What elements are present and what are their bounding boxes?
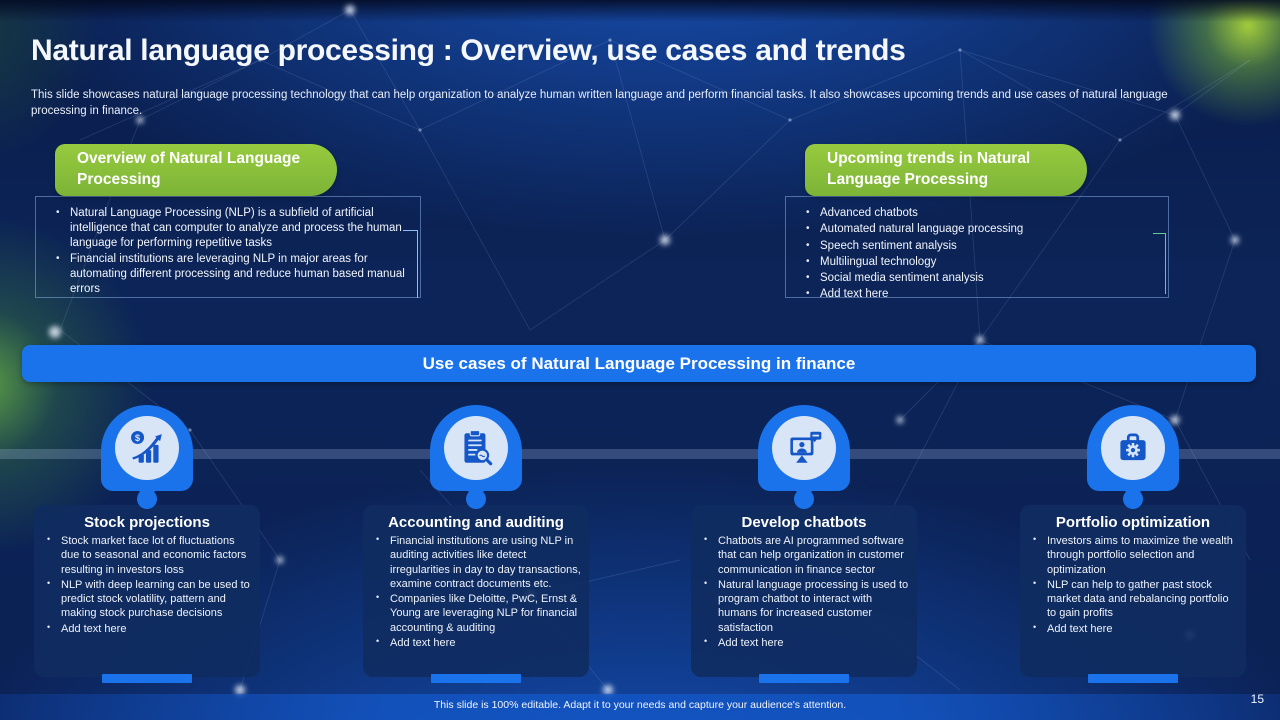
trends-bullets-box: Advanced chatbots Automated natural lang…: [785, 196, 1169, 301]
bullet-item: Chatbots are AI programmed software that…: [703, 534, 911, 577]
icon-pin-bulb: [466, 489, 486, 509]
card-accent-bar: [759, 674, 849, 683]
page-number: 15: [1250, 692, 1264, 706]
bullet-item: NLP with deep learning can be used to pr…: [46, 578, 254, 621]
use-case-card: Portfolio optimization Investors aims to…: [1020, 505, 1246, 677]
bullet-item: NLP can help to gather past stock market…: [1032, 578, 1240, 621]
bullet-item: Add text here: [804, 287, 1162, 302]
overview-bullet-list: Natural Language Processing (NLP) is a s…: [54, 206, 414, 297]
audit-clipboard-icon: [464, 430, 493, 466]
svg-text:$: $: [135, 433, 141, 444]
use-case-bullet-list: Financial institutions are using NLP in …: [375, 534, 583, 650]
use-case-develop-chatbots: Develop chatbots Chatbots are AI program…: [691, 405, 917, 690]
use-case-card: Develop chatbots Chatbots are AI program…: [691, 505, 917, 677]
use-case-title: Develop chatbots: [741, 514, 867, 531]
use-case-stock-projections: $ Stock projections Stock market face lo…: [34, 405, 260, 690]
use-case-title: Stock projections: [84, 514, 210, 531]
use-case-bullet-list: Stock market face lot of fluctuations du…: [46, 534, 254, 636]
use-case-card: Accounting and auditing Financial instit…: [363, 505, 589, 677]
footer-strip: This slide is 100% editable. Adapt it to…: [0, 694, 1280, 720]
bullet-item: Investors aims to maximize the wealth th…: [1032, 534, 1240, 577]
bullet-item: Add text here: [1032, 622, 1240, 636]
bullet-item: Add text here: [46, 622, 254, 636]
bullet-item: Add text here: [375, 636, 583, 650]
overview-heading-label: Overview of Natural Language Processing: [77, 150, 301, 188]
card-accent-bar: [431, 674, 521, 683]
slide-description: This slide showcases natural language pr…: [31, 89, 1168, 118]
chatbot-monitor-icon: [790, 431, 822, 463]
use-case-title: Accounting and auditing: [388, 514, 564, 531]
editable-note: This slide is 100% editable. Adapt it to…: [433, 699, 847, 711]
stock-growth-icon: $: [131, 430, 162, 463]
overview-heading-pill: Overview of Natural Language Processing: [55, 144, 337, 196]
bullet-item: Stock market face lot of fluctuations du…: [46, 534, 254, 577]
icon-circle: $: [115, 416, 179, 480]
trends-bracket-decoration: [1153, 233, 1166, 294]
bullet-item: Natural language processing is used to p…: [703, 578, 911, 635]
bullet-item: Automated natural language processing: [804, 222, 1162, 237]
trends-heading-label: Upcoming trends in Natural Language Proc…: [827, 150, 1031, 188]
bullet-item: Add text here: [703, 636, 911, 650]
bullet-item: Natural Language Processing (NLP) is a s…: [54, 206, 414, 251]
trends-heading-pill: Upcoming trends in Natural Language Proc…: [805, 144, 1087, 196]
icon-circle: [772, 416, 836, 480]
bullet-item: Speech sentiment analysis: [804, 239, 1162, 254]
briefcase-gear-icon: [1120, 433, 1146, 461]
overview-bracket-decoration: [403, 230, 418, 298]
use-case-accounting-auditing: Accounting and auditing Financial instit…: [363, 405, 589, 690]
use-case-portfolio-optimization: Portfolio optimization Investors aims to…: [1020, 405, 1246, 690]
bullet-item: Social media sentiment analysis: [804, 271, 1162, 286]
icon-pin-bulb: [794, 489, 814, 509]
use-case-title: Portfolio optimization: [1055, 514, 1211, 531]
trends-bullet-list: Advanced chatbots Automated natural lang…: [804, 206, 1162, 303]
use-case-bullet-list: Investors aims to maximize the wealth th…: [1032, 534, 1240, 636]
bullet-item: Financial institutions are leveraging NL…: [54, 252, 414, 297]
card-accent-bar: [102, 674, 192, 683]
use-cases-banner: Use cases of Natural Language Processing…: [22, 345, 1256, 382]
use-case-bullet-list: Chatbots are AI programmed software that…: [703, 534, 911, 650]
overview-bullets-box: Natural Language Processing (NLP) is a s…: [35, 196, 421, 298]
use-case-card: Stock projections Stock market face lot …: [34, 505, 260, 677]
bullet-item: Advanced chatbots: [804, 206, 1162, 221]
bullet-item: Multilingual technology: [804, 255, 1162, 270]
icon-circle: [1101, 416, 1165, 480]
bullet-item: Companies like Deloitte, PwC, Ernst & Yo…: [375, 592, 583, 635]
connector-band: [0, 449, 1280, 459]
icon-pin-bulb: [1123, 489, 1143, 509]
use-cases-banner-label: Use cases of Natural Language Processing…: [422, 353, 856, 373]
page-title: Natural language processing : Overview, …: [31, 34, 906, 67]
icon-circle: [444, 416, 508, 480]
card-accent-bar: [1088, 674, 1178, 683]
bullet-item: Financial institutions are using NLP in …: [375, 534, 583, 591]
icon-pin-bulb: [137, 489, 157, 509]
